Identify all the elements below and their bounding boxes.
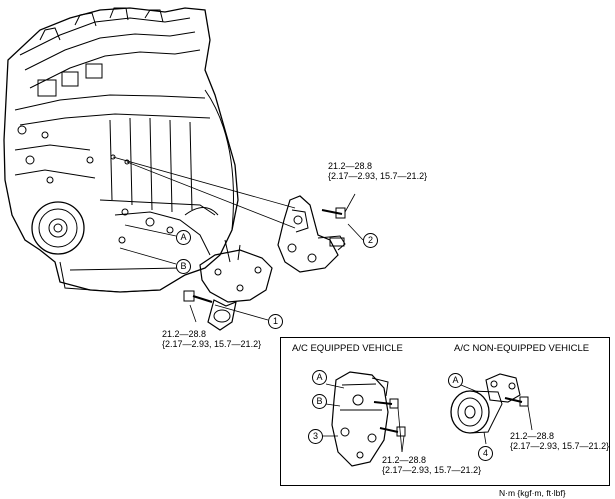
ac-equipped-bracket-3 (322, 371, 406, 467)
torque-label-ac-equipped: 21.2—28.8 {2.17—2.93, 15.7—21.2} (382, 455, 481, 475)
callout-A-non-equipped: A (448, 373, 463, 388)
torque-top-line1: 21.2—28.8 (328, 161, 373, 171)
torque-ac-eq-line2: {2.17—2.93, 15.7—21.2} (382, 465, 482, 475)
torque-ac-eq-line1: 21.2—28.8 (382, 455, 427, 465)
callout-1: 1 (268, 314, 283, 329)
ac-non-equipped-title: A/C NON-EQUIPPED VEHICLE (454, 343, 590, 354)
callout-B-main: B (176, 259, 191, 274)
torque-lower-line1: 21.2—28.8 (162, 329, 207, 339)
callout-2: 2 (363, 233, 378, 248)
callout-4: 4 (478, 446, 493, 461)
variant-inset-box (280, 337, 610, 486)
torque-label-lower: 21.2—28.8 {2.17—2.93, 15.7—21.2} (162, 329, 261, 349)
torque-label-ac-non-equipped: 21.2—28.8 {2.17—2.93, 15.7—21.2} (510, 431, 609, 451)
ac-equipped-title: A/C EQUIPPED VEHICLE (292, 343, 403, 354)
torque-ac-neq-line2: {2.17—2.93, 15.7—21.2} (510, 441, 610, 451)
leader-lines (112, 156, 364, 323)
torque-lower-line2: {2.17—2.93, 15.7—21.2} (162, 339, 262, 349)
idler-pulley-4 (450, 373, 533, 445)
callout-3: 3 (308, 429, 323, 444)
bracket-1 (183, 239, 273, 331)
engine-block (3, 7, 239, 293)
torque-ac-neq-line1: 21.2—28.8 (510, 431, 555, 441)
mount-bracket-2 (277, 195, 346, 273)
callout-A-main: A (176, 230, 191, 245)
callout-B-equipped: B (312, 394, 327, 409)
torque-top-line2: {2.17—2.93, 15.7—21.2} (328, 171, 428, 181)
torque-label-top: 21.2—28.8 {2.17—2.93, 15.7—21.2} (328, 161, 427, 181)
callout-A-equipped: A (312, 370, 327, 385)
units-note: N·m {kgf·m, ft·lbf} (499, 488, 566, 498)
